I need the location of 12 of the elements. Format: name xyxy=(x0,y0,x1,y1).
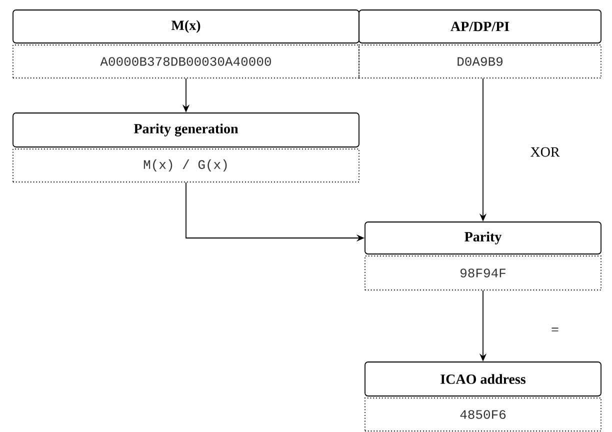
value-box: D0A9B9 xyxy=(358,44,602,78)
value-box: A0000B378DB00030A40000 xyxy=(12,44,360,78)
header-box: AP/DP/PI xyxy=(358,10,602,44)
value-box: 4850F6 xyxy=(364,398,602,432)
edge-label: XOR xyxy=(530,147,560,157)
header-box: M(x) xyxy=(12,10,360,44)
header-box: Parity xyxy=(364,222,602,254)
value-box: 98F94F xyxy=(364,256,602,290)
header-box: ICAO address xyxy=(364,362,602,396)
header-box: Parity generation xyxy=(12,112,360,148)
edge-label: = xyxy=(552,328,558,332)
value-box: M(x) / G(x) xyxy=(12,148,360,182)
